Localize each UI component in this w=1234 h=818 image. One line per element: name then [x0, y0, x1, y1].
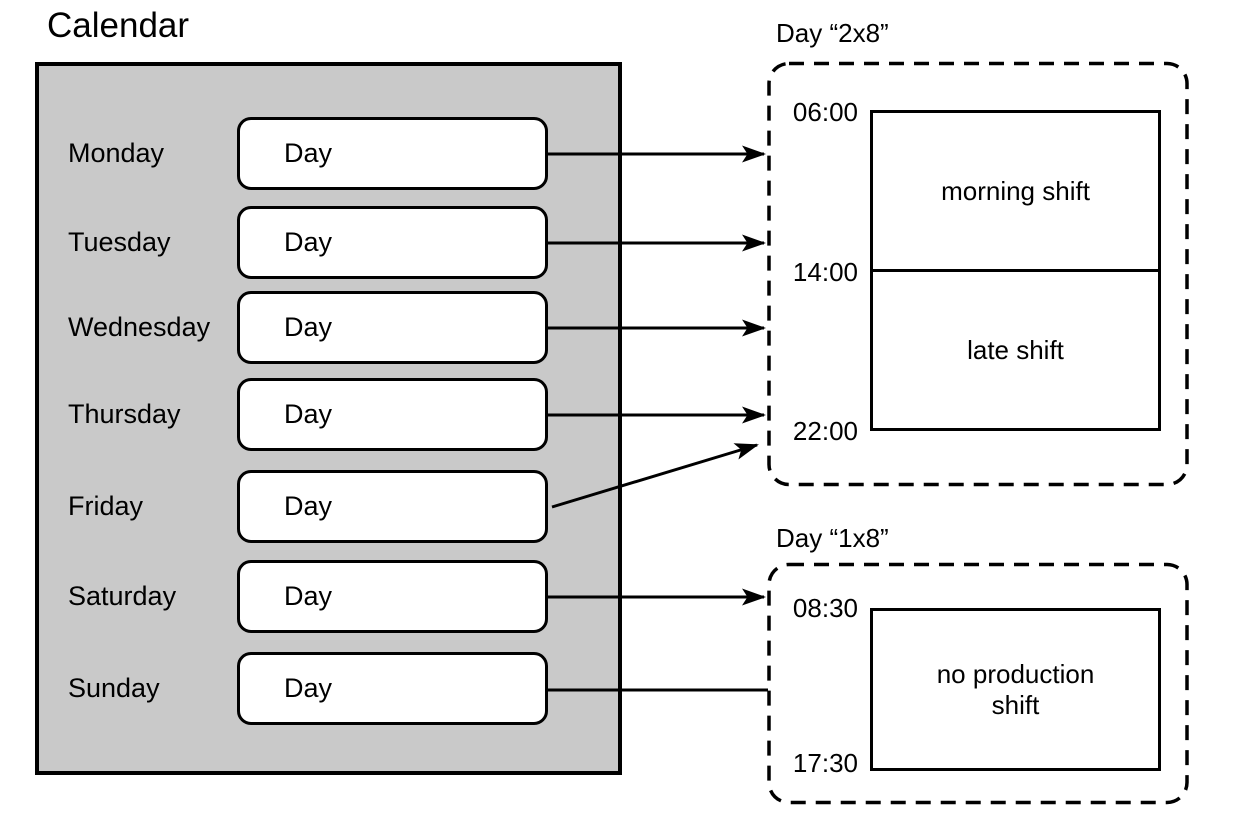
time-label-1730: 17:30 — [792, 748, 858, 778]
day-label-tuesday: Tuesday — [68, 227, 171, 257]
day-label-saturday: Saturday — [68, 581, 177, 611]
time-label-0830: 08:30 — [792, 593, 858, 623]
morning-shift-label: morning shift — [941, 175, 1090, 206]
day-box-thursday: Day — [237, 378, 548, 451]
day-row-saturday: Saturday Day — [68, 560, 548, 633]
day-box-thursday-label: Day — [284, 399, 333, 429]
day-row-tuesday: Tuesday Day — [68, 206, 548, 279]
day-box-tuesday: Day — [237, 206, 548, 279]
shift-stack-2x8: morning shift late shift — [870, 110, 1161, 431]
day-label-thursday: Thursday — [68, 399, 181, 429]
day-box-friday-label: Day — [284, 491, 333, 521]
day-box-monday-label: Day — [284, 138, 333, 168]
day-box-saturday: Day — [237, 560, 548, 633]
late-shift-label: late shift — [967, 334, 1064, 365]
day-row-monday: Monday Day — [68, 117, 548, 190]
day-box-monday: Day — [237, 117, 548, 190]
day-box-friday: Day — [237, 470, 548, 543]
day-label-friday: Friday — [68, 491, 144, 521]
day-row-friday: Friday Day — [68, 470, 548, 543]
day-label-sunday: Sunday — [68, 673, 160, 703]
day-label-monday: Monday — [68, 138, 165, 168]
page-title: Calendar — [47, 6, 190, 45]
time-label-0600: 06:00 — [792, 97, 858, 127]
day-row-thursday: Thursday Day — [68, 378, 548, 451]
time-label-2200: 22:00 — [792, 416, 858, 446]
day-box-saturday-label: Day — [284, 581, 333, 611]
time-label-1400: 14:00 — [792, 257, 858, 287]
day-box-tuesday-label: Day — [284, 227, 333, 257]
day-type-1x8-title: Day “1x8” — [776, 523, 889, 553]
morning-shift-box: morning shift — [873, 113, 1158, 272]
day-box-sunday: Day — [237, 652, 548, 725]
late-shift-box: late shift — [873, 272, 1158, 428]
day-type-2x8-title: Day “2x8” — [776, 18, 889, 48]
day-box-sunday-label: Day — [284, 673, 333, 703]
day-label-wednesday: Wednesday — [68, 312, 211, 342]
no-production-shift-box: no production shift — [870, 608, 1161, 771]
day-row-sunday: Sunday Day — [68, 652, 548, 725]
no-production-shift-label: no production shift — [936, 658, 1095, 720]
day-row-wednesday: Wednesday Day — [68, 291, 548, 364]
day-box-wednesday-label: Day — [284, 312, 333, 342]
day-box-wednesday: Day — [237, 291, 548, 364]
